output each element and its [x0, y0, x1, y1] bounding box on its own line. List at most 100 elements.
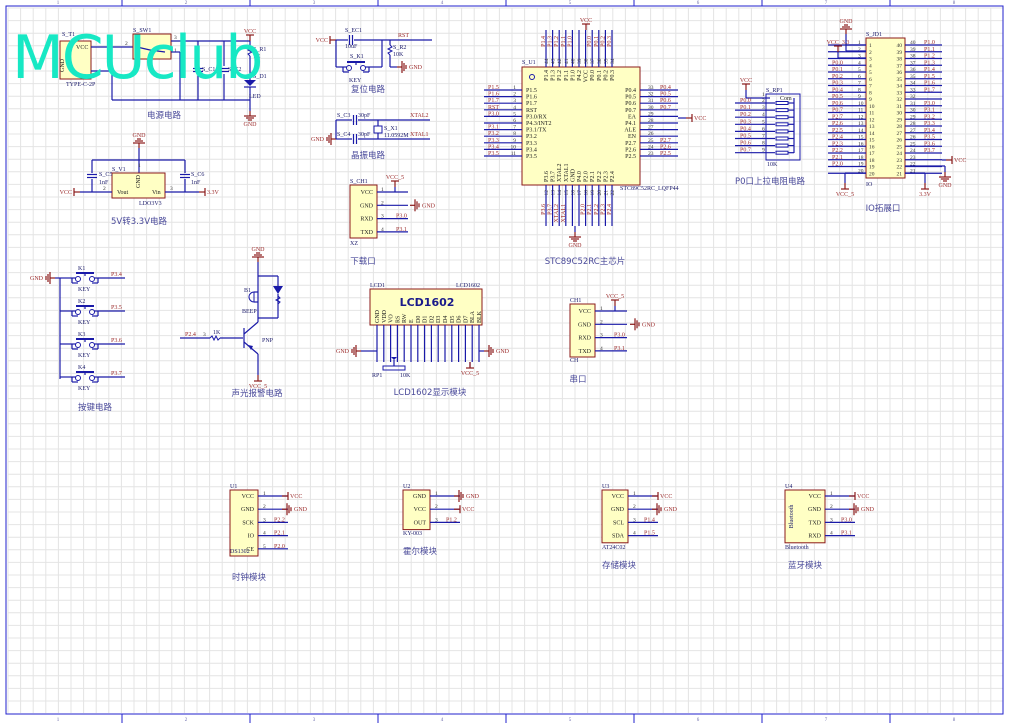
ref-label: S_EC1 [345, 28, 362, 34]
pin-number: 1 [633, 491, 636, 497]
net-label: P2.4 [607, 204, 613, 215]
pin-number: 14 [557, 190, 563, 196]
gnd-label: GND [642, 322, 656, 328]
pin-number-inner: 36 [897, 70, 903, 76]
serial-header [569, 303, 596, 358]
part-label: LCD1602 [456, 283, 480, 289]
pin-number: 3 [830, 517, 833, 523]
pin-number: 4 [830, 531, 833, 537]
net-label: P3.4 [488, 144, 499, 150]
net-label: P0.0 [832, 60, 843, 66]
pin-name: P1.2 [557, 70, 563, 81]
pin-number-inner: 39 [897, 50, 903, 56]
pin-name: GND [360, 203, 374, 209]
pin-number: 5 [858, 67, 861, 73]
net-label: P3.5 [111, 305, 122, 311]
pin-number: 1 [435, 491, 438, 497]
io-header [865, 37, 906, 179]
pin-number: 17 [577, 190, 583, 196]
net-label: P1.4 [541, 36, 547, 47]
power-label: VCC [694, 116, 706, 122]
pin-name: Vout [117, 190, 129, 196]
net-label: P1.6 [488, 92, 499, 98]
pin-number: 1 [600, 306, 603, 312]
net-label: P1.4 [644, 517, 655, 523]
module-u2 [402, 489, 431, 531]
pin-name: BLK [477, 310, 483, 323]
pin-number: 7 [513, 125, 516, 131]
gnd-label: GND [244, 122, 258, 128]
column-number-top: 7 [825, 1, 828, 6]
column-number-top: 4 [441, 1, 444, 6]
pin-name: RXD [360, 217, 373, 223]
potentiometer-wiper-icon [391, 357, 397, 360]
pin-number: 25 [648, 138, 654, 144]
pin-number: 3 [633, 517, 636, 523]
pin1-marker-icon [529, 74, 535, 80]
pin-name: VCC [809, 494, 821, 500]
ref-label: S_K1 [350, 54, 364, 60]
pin-number: 11 [511, 151, 517, 157]
resistor-icon [775, 136, 789, 141]
type-c-connector [59, 40, 92, 80]
pin-name: GND [60, 58, 66, 72]
pin-number: 27 [648, 125, 654, 131]
pin-name: P3.6 [544, 171, 550, 182]
ref-label: U4 [785, 484, 792, 490]
pin-number: 41 [564, 58, 570, 64]
part-label: STC89C52RC_LQFP44 [620, 186, 679, 192]
pin-name: P3.7 [551, 171, 557, 182]
net-label: P0.6 [660, 98, 671, 104]
key-contact-icon [75, 309, 81, 315]
value-label: 1nF [191, 180, 201, 186]
pin-name: XTAL1 [564, 163, 570, 182]
pin-number: 4 [762, 112, 765, 118]
pin-number: 4 [263, 531, 266, 537]
pin-number: 3 [203, 332, 206, 338]
lcd-display-label: LCD1602 [400, 296, 455, 309]
pin-number: 3 [762, 105, 765, 111]
module-u1 [229, 489, 259, 557]
pin-number: 20 [597, 190, 603, 196]
pin-name: D7 [463, 316, 469, 323]
pin-name: P2.6 [625, 147, 636, 153]
resistor-icon [775, 150, 789, 155]
pin-name: P3.1/TX [526, 128, 547, 134]
gnd-label: GND [840, 19, 854, 25]
key-button-icon [347, 61, 365, 63]
pin-number: 18 [584, 190, 590, 196]
pin-number: 1 [263, 491, 266, 497]
download-header [349, 184, 378, 239]
ref-label: S_RP1 [766, 88, 783, 94]
net-label: P2.5 [832, 128, 843, 134]
pin-number-inner: 1 [869, 43, 872, 49]
pin-number-inner: 3 [869, 57, 872, 63]
pin-number: 3 [435, 517, 438, 523]
net-label: P0.1 [740, 105, 751, 111]
ref-label: S_CH1 [350, 179, 368, 185]
power-label: VCC [244, 29, 256, 35]
pin-number-inner: 37 [897, 63, 903, 69]
pin-name: D1 [423, 316, 429, 323]
power-label: 3.3V [207, 190, 220, 196]
pin-name: P2.1 [590, 171, 596, 182]
pin-number-inner: 29 [897, 117, 903, 123]
power-label: VCC [660, 494, 672, 500]
pin-name: RXD [808, 534, 821, 540]
pin-number: 40 [570, 58, 576, 64]
gnd-label: GND [466, 494, 480, 500]
net-label: P1.7 [488, 98, 499, 104]
pin-number: 15 [858, 135, 864, 141]
net-label: P2.0 [832, 162, 843, 168]
net-label: XTAL2 [554, 204, 560, 223]
pin-number-inner: 14 [869, 131, 875, 137]
resistor-icon [775, 129, 789, 134]
net-label: P3.0 [841, 517, 852, 523]
column-number-top: 3 [313, 1, 316, 6]
power-label: VCC_3.3 [827, 40, 850, 46]
pin-number: 22 [910, 162, 916, 168]
pin-number: 37 [910, 60, 916, 66]
net-label: P0.2 [832, 74, 843, 80]
net-label: P1.0 [567, 36, 573, 47]
ldo-regulator [111, 172, 166, 199]
